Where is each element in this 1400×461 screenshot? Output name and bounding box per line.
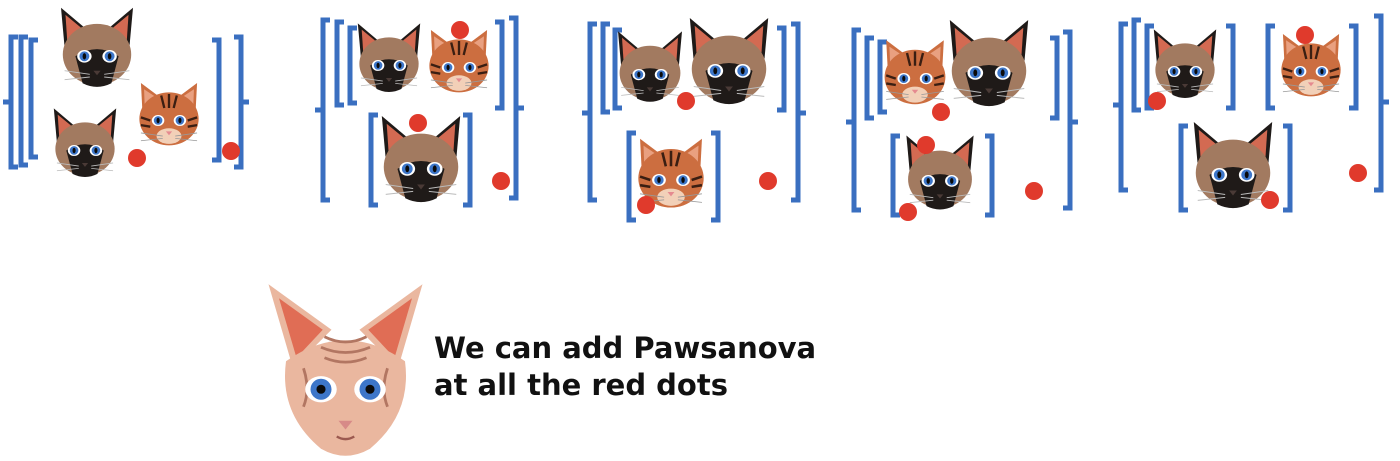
panel-4-brackets <box>846 27 1078 218</box>
bracket-right <box>212 37 222 163</box>
red-dot <box>917 136 935 154</box>
red-dot <box>1148 92 1166 110</box>
panel-1-brackets <box>3 34 249 170</box>
tabby-cat-icon <box>1280 32 1342 98</box>
bracket-right <box>1374 13 1389 193</box>
bracket-left <box>877 39 887 115</box>
bracket-right <box>777 25 787 113</box>
red-dot <box>759 172 777 190</box>
sphynx-cat-icon <box>267 282 424 458</box>
bracket-left <box>626 130 636 223</box>
tabby-cat-icon <box>138 81 200 147</box>
bracket-right <box>495 19 505 111</box>
bracket-left <box>18 34 28 168</box>
tabby-cat-icon <box>883 38 947 106</box>
bracket-right <box>1063 29 1078 211</box>
bracket-right <box>234 34 249 170</box>
siamese-cat-icon <box>357 22 421 93</box>
bracket-right <box>1349 23 1359 111</box>
caption: We can add Pawsanova at all the red dots <box>434 330 816 404</box>
bracket-left <box>347 25 357 106</box>
bracket-left <box>846 27 861 213</box>
bracket-left <box>890 133 900 218</box>
bracket-left <box>600 21 610 115</box>
bracket-left <box>582 21 597 203</box>
bracket-right <box>463 112 473 208</box>
red-dot <box>899 203 917 221</box>
bracket-right <box>985 133 995 218</box>
siamese-cat-icon <box>689 17 769 105</box>
bracket-right <box>1283 123 1293 213</box>
bracket-left <box>1265 23 1275 111</box>
bracket-right <box>1226 23 1236 111</box>
tabby-cat-icon <box>428 28 490 94</box>
bracket-right <box>509 15 524 201</box>
brackets <box>3 13 1389 223</box>
red-dot <box>1025 182 1043 200</box>
red-dot <box>451 21 469 39</box>
bracket-right <box>791 21 806 203</box>
siamese-cat-icon <box>617 30 683 103</box>
panel-3-brackets <box>582 21 806 223</box>
bracket-left <box>28 37 38 160</box>
bracket-left <box>1113 21 1128 193</box>
bracket-left <box>3 34 18 170</box>
bracket-left <box>1178 123 1188 213</box>
bracket-left <box>315 17 330 203</box>
siamese-cat-icon <box>60 7 134 88</box>
bracket-left <box>1131 17 1141 113</box>
bracket-left <box>864 35 874 121</box>
red-dot <box>1349 164 1367 182</box>
red-dot <box>677 92 695 110</box>
bracket-left <box>1144 23 1154 111</box>
bracket-left <box>612 27 622 111</box>
bracket-right <box>711 130 721 223</box>
red-dots <box>128 21 1367 221</box>
red-dot <box>222 142 240 160</box>
bracket-left <box>368 112 378 208</box>
siamese-cat-icon <box>1193 121 1273 209</box>
panel-2-brackets <box>315 15 524 208</box>
caption-line-2: at all the red dots <box>434 368 728 402</box>
siamese-cat-icon <box>949 19 1029 107</box>
red-dot <box>128 149 146 167</box>
red-dot <box>492 172 510 190</box>
red-dot <box>637 196 655 214</box>
red-dot <box>409 114 427 132</box>
siamese-cat-icon <box>53 107 117 178</box>
red-dot <box>932 103 950 121</box>
panel-5-brackets <box>1113 13 1389 213</box>
bracket-right <box>1050 35 1060 121</box>
siamese-cat-icon <box>1153 28 1217 99</box>
red-dot <box>1261 191 1279 209</box>
caption-line-1: We can add Pawsanova <box>434 331 817 365</box>
red-dot <box>1296 26 1314 44</box>
bracket-left <box>334 19 344 108</box>
siamese-cat-icon <box>905 135 975 210</box>
